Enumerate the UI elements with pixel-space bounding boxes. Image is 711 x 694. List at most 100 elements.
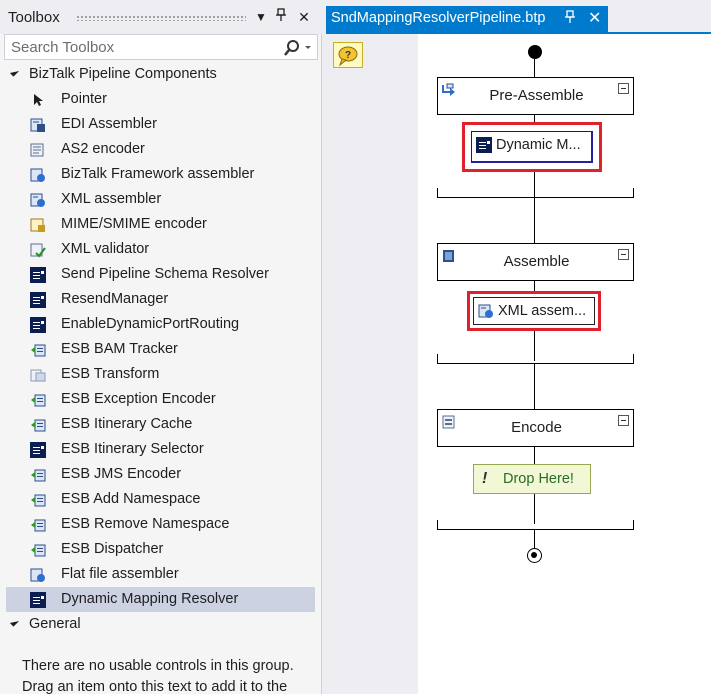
item-label: ESB Transform bbox=[61, 366, 160, 382]
connector-line bbox=[534, 198, 535, 243]
group-label: General bbox=[29, 616, 81, 632]
component-icon bbox=[30, 592, 46, 608]
toolbox-title-bar: Toolbox ▼ ✕ bbox=[0, 0, 322, 34]
toolbox-item-esb-bam-tracker[interactable]: ESB BAM Tracker bbox=[6, 337, 315, 362]
xml-validator-icon bbox=[30, 242, 46, 258]
item-label: ESB BAM Tracker bbox=[61, 341, 178, 357]
connector-line bbox=[534, 364, 535, 409]
pin-tab-icon[interactable] bbox=[564, 10, 576, 27]
toolbox-item-xml-validator[interactable]: XML validator bbox=[6, 237, 315, 262]
item-label: XML assembler bbox=[61, 191, 162, 207]
group-label: BizTalk Pipeline Components bbox=[29, 66, 217, 82]
stage-name: Pre-Assemble bbox=[489, 87, 584, 104]
toolbox-item-esb-add-namespace[interactable]: ESB Add Namespace bbox=[6, 487, 315, 512]
stage-pre-assemble[interactable]: Pre-Assemble bbox=[437, 77, 634, 115]
toolbox-item-resendmanager[interactable]: ResendManager bbox=[6, 287, 315, 312]
component-icon bbox=[476, 137, 492, 153]
toolbox-item-flat-file-assembler[interactable]: Flat file assembler bbox=[6, 562, 315, 587]
biztalk-framework-icon bbox=[30, 167, 46, 183]
toolbox-item-mime-smime-encoder[interactable]: MIME/SMIME encoder bbox=[6, 212, 315, 237]
general-empty-text[interactable]: There are no usable controls in this gro… bbox=[22, 658, 294, 694]
stage-bracket bbox=[437, 354, 634, 364]
stage-bracket bbox=[437, 188, 634, 198]
pipeline-designer[interactable]: ? Pre-Assemble Dynamic M... Assemble bbox=[330, 34, 711, 694]
item-label: Pointer bbox=[61, 91, 107, 107]
search-toolbox-input[interactable]: Search Toolbox bbox=[4, 34, 318, 60]
toolbox-title: Toolbox bbox=[8, 9, 60, 26]
xml-assembler-icon bbox=[478, 303, 494, 319]
connector-line bbox=[534, 494, 535, 524]
drop-here-target[interactable]: ! Drop Here! bbox=[473, 464, 591, 494]
item-label: ESB Exception Encoder bbox=[61, 391, 216, 407]
toolbox-item-esb-remove-namespace[interactable]: ESB Remove Namespace bbox=[6, 512, 315, 537]
assemble-icon bbox=[441, 248, 457, 264]
tab-sndmappingresolverpipeline[interactable]: SndMappingResolverPipeline.btp ✕ bbox=[326, 6, 608, 32]
as2-encoder-icon bbox=[30, 142, 46, 158]
item-label: Send Pipeline Schema Resolver bbox=[61, 266, 269, 282]
stage-bracket bbox=[437, 520, 634, 530]
drag-grip[interactable] bbox=[76, 15, 246, 21]
collapse-icon[interactable] bbox=[618, 249, 629, 260]
designer-left-strip: ? bbox=[330, 34, 418, 694]
esb-icon bbox=[30, 492, 46, 508]
toolbox-item-xml-assembler[interactable]: XML assembler bbox=[6, 187, 315, 212]
component-xml-assembler[interactable]: XML assem... bbox=[473, 297, 595, 325]
close-tab-icon[interactable]: ✕ bbox=[588, 10, 602, 27]
toolbox-item-send-pipeline-schema-resolver[interactable]: Send Pipeline Schema Resolver bbox=[6, 262, 315, 287]
esb-icon bbox=[30, 542, 46, 558]
drop-here-label: Drop Here! bbox=[503, 471, 574, 487]
item-label: EnableDynamicPortRouting bbox=[61, 316, 240, 332]
stage-encode[interactable]: Encode bbox=[437, 409, 634, 447]
toolbox-item-dynamic-mapping-resolver[interactable]: Dynamic Mapping Resolver bbox=[6, 587, 315, 612]
connector-line bbox=[534, 172, 535, 204]
document-tab-strip: SndMappingResolverPipeline.btp ✕ bbox=[322, 0, 711, 34]
toolbox-item-pointer[interactable]: Pointer bbox=[6, 87, 315, 112]
toolbox-item-esb-itinerary-cache[interactable]: ESB Itinerary Cache bbox=[6, 412, 315, 437]
item-label: ESB Remove Namespace bbox=[61, 516, 230, 532]
toolbox-panel: Toolbox ▼ ✕ Search Toolbox BizTalk Pipel… bbox=[0, 0, 322, 694]
hint-icon[interactable]: ? bbox=[333, 42, 363, 68]
toolbox-item-esb-dispatcher[interactable]: ESB Dispatcher bbox=[6, 537, 315, 562]
item-label: BizTalk Framework assembler bbox=[61, 166, 255, 182]
toolbox-item-esb-exception-encoder[interactable]: ESB Exception Encoder bbox=[6, 387, 315, 412]
group-general[interactable]: General bbox=[0, 612, 320, 637]
toolbox-item-as2-encoder[interactable]: AS2 encoder bbox=[6, 137, 315, 162]
toolbox-item-enabledynamicportrouting[interactable]: EnableDynamicPortRouting bbox=[6, 312, 315, 337]
exclamation-icon: ! bbox=[482, 470, 488, 487]
close-icon[interactable]: ✕ bbox=[298, 9, 310, 25]
expanded-arrow-icon[interactable] bbox=[9, 617, 20, 627]
stage-assemble[interactable]: Assemble bbox=[437, 243, 634, 281]
item-label: ESB Dispatcher bbox=[61, 541, 164, 557]
esb-icon bbox=[30, 392, 46, 408]
esb-icon bbox=[30, 417, 46, 433]
collapse-icon[interactable] bbox=[618, 83, 629, 94]
svg-text:?: ? bbox=[345, 50, 351, 61]
tab-accent-line bbox=[326, 32, 711, 34]
pre-assemble-icon bbox=[441, 82, 457, 98]
group-biztalk-pipeline-components[interactable]: BizTalk Pipeline Components bbox=[0, 62, 320, 87]
toolbox-item-biztalk-framework-assembler[interactable]: BizTalk Framework assembler bbox=[6, 162, 315, 187]
xml-assembler-icon bbox=[30, 192, 46, 208]
item-label: AS2 encoder bbox=[61, 141, 145, 157]
search-icon[interactable] bbox=[283, 38, 313, 58]
toolbox-item-esb-itinerary-selector[interactable]: ESB Itinerary Selector bbox=[6, 437, 315, 462]
connector-line bbox=[534, 115, 535, 122]
encode-icon bbox=[441, 414, 457, 430]
esb-transform-icon bbox=[30, 367, 46, 383]
component-icon bbox=[30, 317, 46, 333]
connector-line bbox=[534, 331, 535, 361]
flat-file-assembler-icon bbox=[30, 567, 46, 583]
item-label: ESB Itinerary Cache bbox=[61, 416, 193, 432]
expanded-arrow-icon[interactable] bbox=[9, 67, 20, 77]
toolbox-item-esb-transform[interactable]: ESB Transform bbox=[6, 362, 315, 387]
toolbox-item-edi-assembler[interactable]: EDI Assembler bbox=[6, 112, 315, 137]
collapse-icon[interactable] bbox=[618, 415, 629, 426]
dropdown-icon[interactable]: ▼ bbox=[255, 10, 267, 24]
esb-icon bbox=[30, 467, 46, 483]
item-label: MIME/SMIME encoder bbox=[61, 216, 207, 232]
pin-icon[interactable] bbox=[273, 8, 289, 26]
item-label: EDI Assembler bbox=[61, 116, 157, 132]
end-node bbox=[527, 548, 542, 563]
component-dynamic-mapping-resolver[interactable]: Dynamic M... bbox=[471, 131, 593, 163]
toolbox-item-esb-jms-encoder[interactable]: ESB JMS Encoder bbox=[6, 462, 315, 487]
